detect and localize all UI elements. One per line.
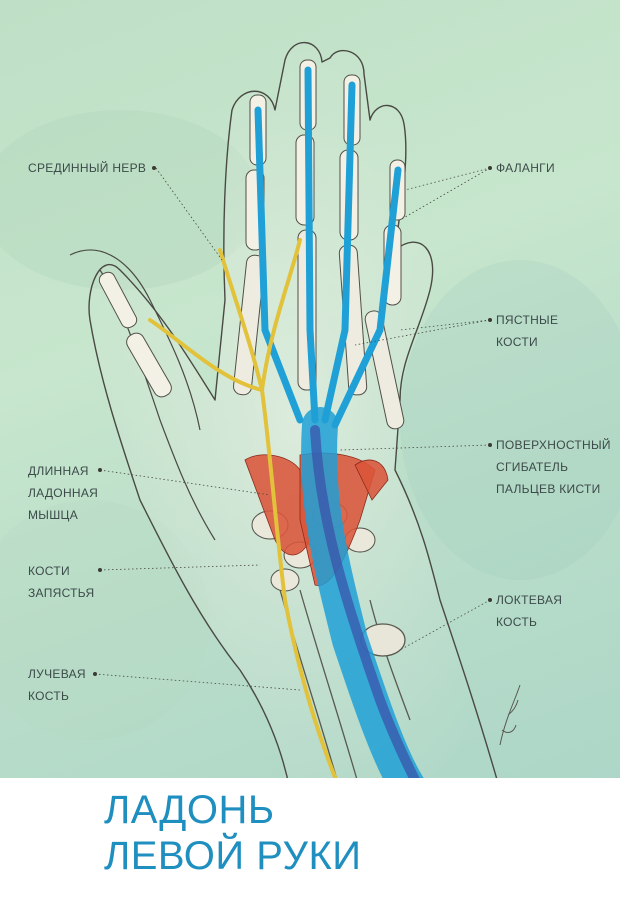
leader-lines	[94, 167, 491, 691]
forearm-bones	[279, 589, 411, 791]
label-flexor: ПОВЕРХНОСТНЫЙ СГИБАТЕЛЬ ПАЛЬЦЕВ КИСТИ	[496, 438, 611, 496]
background-texture	[0, 110, 620, 740]
title-line-1: ЛАДОНЬ	[104, 788, 275, 832]
label-median-nerve: СРЕДИННЫЙ НЕРВ	[28, 161, 147, 175]
median-nerve	[148, 238, 342, 792]
label-ulna: ЛОКТЕВАЯ КОСТЬ	[496, 593, 563, 629]
label-carpals: КОСТИ ЗАПЯСТЬЯ	[28, 564, 95, 600]
label-palmaris: ДЛИННАЯ ЛАДОННАЯ МЫШЦА	[28, 464, 99, 522]
artist-signature	[499, 684, 521, 746]
label-phalanges: ФАЛАНГИ	[496, 161, 555, 175]
leader-dots	[93, 166, 492, 676]
label-metacarpals: ПЯСТНЫЕ КОСТИ	[496, 313, 559, 349]
title-line-2: ЛЕВОЙ РУКИ	[104, 834, 362, 878]
label-radius: ЛУЧЕВАЯ КОСТЬ	[28, 667, 86, 703]
flexor-tendons	[254, 66, 428, 808]
title-block: ЛАДОНЬ ЛЕВОЙ РУКИ	[0, 778, 620, 900]
